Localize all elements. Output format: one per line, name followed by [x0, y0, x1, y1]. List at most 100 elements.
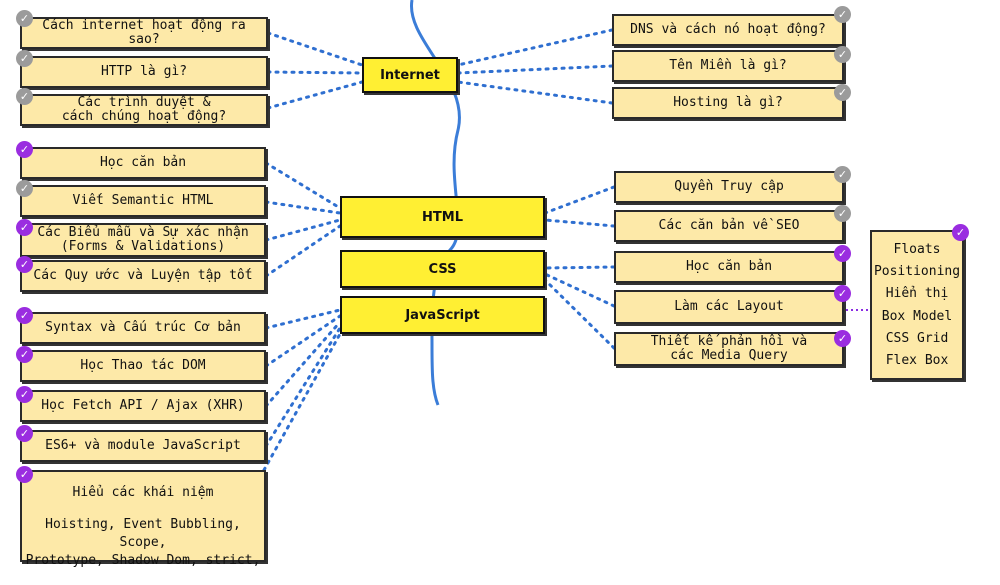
link-html-l3: [264, 218, 342, 242]
check-icon: ✓: [16, 346, 33, 363]
concepts-line2: Prototype, Shadow Dom, strict,: [25, 553, 261, 568]
check-icon: ✓: [16, 425, 33, 442]
topic-semantic-html[interactable]: Viết Semantic HTML: [20, 185, 266, 217]
topic-fetch[interactable]: Học Fetch API / Ajax (XHR): [20, 390, 266, 422]
main-node-label: JavaScript: [405, 307, 480, 323]
check-icon: ✓: [834, 6, 851, 23]
check-icon: ✓: [834, 285, 851, 302]
check-icon: ✓: [16, 180, 33, 197]
topic-label-line2: cách chúng hoạt động?: [61, 109, 227, 124]
topic-seo[interactable]: Các căn bản về SEO: [614, 210, 844, 242]
list-item: Box Model: [881, 308, 953, 324]
check-icon: ✓: [16, 256, 33, 273]
topic-label: Viết Semantic HTML: [72, 193, 214, 208]
link-internet-l1: [266, 31, 364, 67]
check-icon: ✓: [16, 386, 33, 403]
topic-label-line1: Các Biểu mẫu và Sự xác nhận: [37, 225, 249, 240]
layout-topics-list[interactable]: Floats Positioning Hiển thị Box Model CS…: [870, 230, 964, 380]
link-html-r2: [543, 218, 616, 228]
list-item: Hiển thị: [885, 286, 949, 302]
link-html-l4: [264, 224, 342, 278]
topic-label-line2: (Forms & Validations): [60, 239, 226, 254]
link-css-r2: [543, 272, 616, 308]
link-html-l1: [264, 161, 342, 210]
check-icon: ✓: [834, 330, 851, 347]
topic-html-basics[interactable]: Học căn bản: [20, 147, 266, 179]
topic-forms[interactable]: Các Biểu mẫu và Sự xác nhận (Forms & Val…: [20, 223, 266, 257]
topic-label: Học Fetch API / Ajax (XHR): [41, 398, 245, 413]
topic-hosting[interactable]: Hosting là gì?: [612, 87, 844, 119]
main-node-label: Internet: [380, 67, 440, 83]
topic-label: Học căn bản: [99, 155, 187, 170]
topic-es6[interactable]: ES6+ và module JavaScript: [20, 430, 266, 462]
link-css-r3: [543, 278, 616, 350]
list-item: Flex Box: [885, 353, 949, 369]
check-icon: ✓: [834, 205, 851, 222]
list-item: Positioning: [873, 263, 961, 279]
check-icon: ✓: [16, 219, 33, 236]
topic-dns[interactable]: DNS và cách nó hoạt động?: [612, 14, 844, 46]
link-internet-r3: [456, 80, 614, 105]
topic-label-line2: các Media Query: [670, 348, 788, 363]
list-item: Floats: [893, 241, 941, 257]
topic-label: Học Thao tác DOM: [80, 358, 206, 373]
link-js-l3: [264, 320, 342, 408]
main-node-javascript[interactable]: JavaScript: [340, 296, 545, 334]
list-item: CSS Grid: [885, 330, 949, 346]
link-internet-l2: [266, 70, 364, 75]
link-js-l4: [264, 326, 342, 448]
check-icon: ✓: [16, 10, 33, 27]
topic-internet-how[interactable]: Cách internet hoạt động ra sao?: [20, 17, 268, 49]
topic-label: Học căn bản: [685, 259, 773, 274]
main-node-label: CSS: [428, 261, 457, 277]
link-internet-l3: [266, 80, 364, 110]
topic-label: Các Quy ước và Luyện tập tốt: [33, 268, 253, 283]
link-css-r1: [543, 265, 616, 270]
link-js-l5: [262, 332, 342, 472]
topic-layouts[interactable]: Làm các Layout: [614, 290, 844, 324]
topic-css-basics[interactable]: Học căn bản: [614, 251, 844, 283]
check-icon: ✓: [16, 141, 33, 158]
link-js-l2: [264, 314, 342, 368]
main-node-css[interactable]: CSS: [340, 250, 545, 288]
topic-label: Quyền Truy cập: [674, 179, 784, 194]
topic-label: Tên Miền là gì?: [669, 58, 787, 73]
check-icon: ✓: [16, 50, 33, 67]
link-html-r1: [543, 185, 616, 215]
check-icon: ✓: [16, 466, 33, 483]
link-js-l1: [264, 308, 342, 330]
link-internet-r2: [456, 64, 614, 75]
main-node-internet[interactable]: Internet: [362, 57, 458, 93]
topic-label: DNS và cách nó hoạt động?: [630, 22, 826, 37]
topic-browsers[interactable]: Các trình duyệt & cách chúng hoạt động?: [20, 94, 268, 126]
check-icon: ✓: [834, 245, 851, 262]
topic-conventions[interactable]: Các Quy ước và Luyện tập tốt: [20, 260, 266, 292]
topic-domain[interactable]: Tên Miền là gì?: [612, 50, 844, 82]
main-node-label: HTML: [422, 209, 463, 225]
topic-responsive[interactable]: Thiết kế phản hồi và các Media Query: [614, 332, 844, 366]
check-icon: ✓: [952, 224, 969, 241]
topic-label: Syntax và Cấu trúc Cơ bản: [45, 320, 241, 335]
check-icon: ✓: [16, 88, 33, 105]
check-icon: ✓: [834, 46, 851, 63]
check-icon: ✓: [834, 166, 851, 183]
check-icon: ✓: [16, 307, 33, 324]
topic-label: Làm các Layout: [674, 299, 784, 314]
topic-js-syntax[interactable]: Syntax và Cấu trúc Cơ bản: [20, 312, 266, 344]
main-node-html[interactable]: HTML: [340, 196, 545, 238]
topic-http[interactable]: HTTP là gì?: [20, 56, 268, 88]
topic-label: ES6+ và module JavaScript: [45, 438, 241, 453]
topic-concepts[interactable]: Hiểu các khái niệm Hoisting, Event Bubbl…: [20, 470, 266, 568]
topic-label: Các căn bản về SEO: [658, 218, 800, 233]
concepts-line1: Hoisting, Event Bubbling, Scope,: [45, 517, 241, 550]
topic-label-line1: Các trình duyệt &: [77, 95, 211, 110]
topic-accessibility[interactable]: Quyền Truy cập: [614, 171, 844, 203]
topic-label: Hosting là gì?: [673, 95, 783, 110]
concepts-title: Hiểu các khái niệm: [72, 485, 214, 500]
topic-label-line1: Thiết kế phản hồi và: [650, 334, 808, 349]
topic-label: Cách internet hoạt động ra sao?: [42, 18, 246, 47]
link-internet-r1: [456, 28, 614, 67]
link-html-l2: [264, 200, 342, 215]
topic-dom[interactable]: Học Thao tác DOM: [20, 350, 266, 382]
